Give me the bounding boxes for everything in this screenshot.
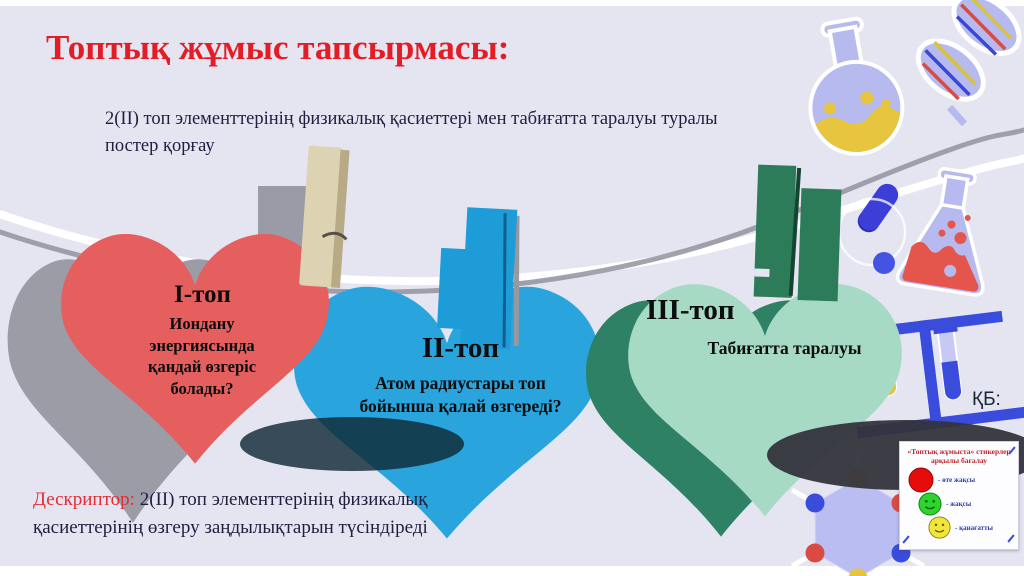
sticker-yellow-smiley-icon (928, 516, 951, 539)
heart1-group-label: І-топ (174, 281, 231, 308)
evaluation-card: «Топтық жұмыста» стикерлер арқылы бағала… (899, 441, 1019, 550)
descriptor: Дескриптор: 2(II) топ элементтерінің физ… (33, 486, 483, 542)
molecule-icon (790, 452, 926, 576)
evaluation-label: - жақсы (946, 499, 972, 508)
clothespin-beige (299, 145, 350, 289)
clothespin-blue (437, 207, 520, 350)
descriptor-text: 2(II) топ элементтерінің физикалық қасие… (33, 489, 428, 538)
blue-dot-decoration (873, 252, 895, 274)
evaluation-card-title: «Топтық жұмыста» стикерлер арқылы бағала… (907, 447, 1011, 466)
evaluation-label: - қанағатты (955, 523, 993, 532)
heart2-group-label: ІІ-топ (421, 332, 500, 364)
intro-text: 2(II) топ элементтерінің физикалық қасие… (105, 109, 718, 156)
card-corner-mark (902, 535, 910, 544)
round-flask-icon (808, 16, 908, 159)
erlenmeyer-flask-icon (895, 167, 985, 297)
heart3-question: Табиғатта таралуы (707, 338, 862, 358)
sticker-red-icon (908, 467, 934, 493)
heart2-question: Атом радиустары топ бойынша қалай өзгере… (359, 373, 562, 416)
clothespin-green (753, 164, 842, 302)
descriptor-label: Дескриптор: (33, 489, 135, 510)
evaluation-item: - қанағатты (928, 516, 1018, 540)
evaluation-item: - жақсы (918, 492, 1018, 516)
page-title: Топтық жұмыс тапсырмасы: (46, 28, 510, 67)
evaluation-label: - өте жақсы (938, 475, 976, 484)
shadow-ellipse-center (240, 417, 464, 471)
evaluation-item: - өте жақсы (908, 467, 1018, 493)
sticker-green-smiley-icon (918, 492, 942, 516)
heart1-question: Иондану энергиясында қандай өзгеріс бола… (147, 314, 257, 398)
dna-icon (915, 0, 1022, 127)
kb-label: ҚБ: (972, 389, 1001, 410)
marker-icon (857, 183, 899, 233)
heart3-group-label: ІІІ-топ (646, 294, 735, 326)
